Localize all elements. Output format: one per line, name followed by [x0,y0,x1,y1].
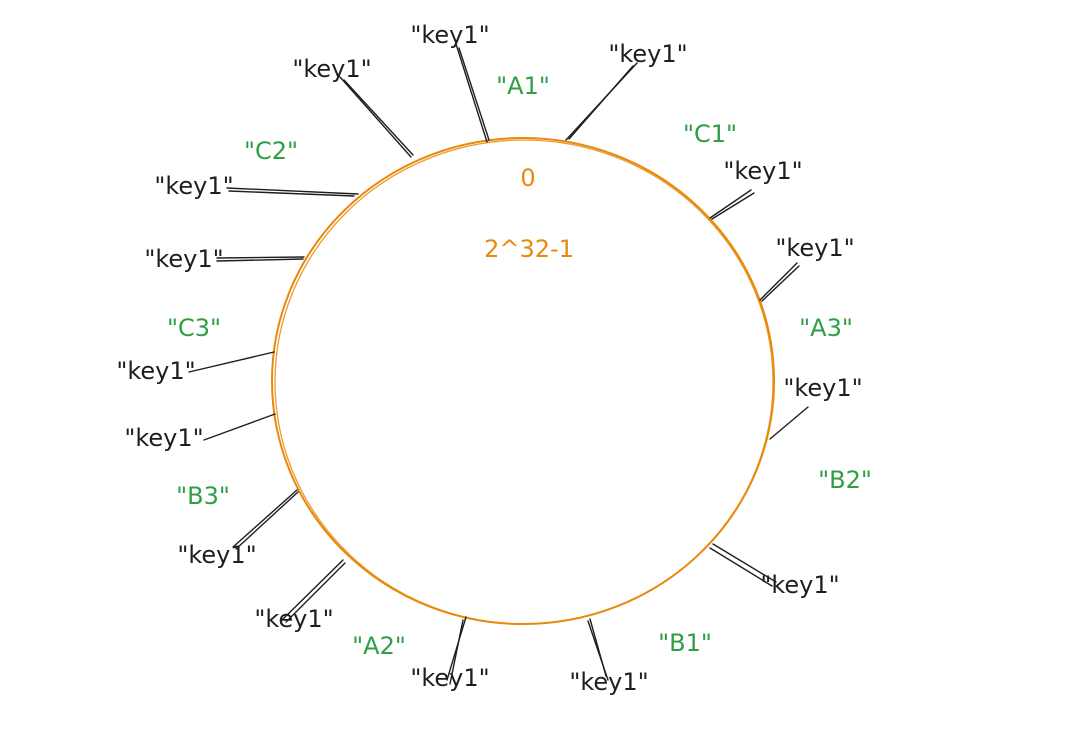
node-label-b3: "B3" [176,482,230,510]
key-line [568,65,634,140]
node-label-a2: "A2" [352,632,406,660]
key-label: "key1" [292,55,371,83]
hash-ring-stroke-2 [274,139,774,625]
key-line [458,47,490,141]
node-label-b1: "B1" [658,629,712,657]
key-line [709,189,752,219]
key-line [203,413,276,441]
node-label-a3: "A3" [799,314,853,342]
ring-label-zero: 0 [520,164,535,192]
key-line [232,489,298,548]
key-label: "key1" [723,157,802,185]
key-line [188,351,275,373]
key-line [226,187,359,195]
node-labels: "A1" "C1" "A3" "B2" "B1" "A2" "B3" "C3" … [167,72,872,660]
key-line [285,562,346,623]
node-label-c1: "C1" [683,120,737,148]
key-line [216,256,305,259]
key-labels: "key1" "key1" "key1" "key1" "key1" "key1… [116,21,862,696]
key-line [343,79,414,156]
node-label-a1: "A1" [496,72,550,100]
key-label: "key1" [569,668,648,696]
key-label: "key1" [144,245,223,273]
key-label: "key1" [177,541,256,569]
node-label-c2: "C2" [244,137,298,165]
key-line [228,190,355,197]
key-label: "key1" [154,172,233,200]
key-line [339,76,412,158]
node-label-c3: "C3" [167,314,221,342]
key-line [589,618,607,677]
node-label-b2: "B2" [818,466,872,494]
key-pointer-lines [188,43,809,685]
key-label: "key1" [116,357,195,385]
key-label: "key1" [254,605,333,633]
key-label: "key1" [760,571,839,599]
key-line [711,192,755,220]
key-line [449,619,464,685]
key-label: "key1" [775,234,854,262]
key-label: "key1" [608,40,687,68]
ring-label-max: 2^32-1 [484,235,574,263]
key-line [282,559,344,620]
key-line [709,547,773,587]
key-line [235,491,299,550]
key-line [759,262,798,301]
key-line [712,543,777,583]
key-line [761,265,800,302]
key-label: "key1" [124,424,203,452]
key-label: "key1" [410,664,489,692]
key-line [216,258,304,262]
key-label: "key1" [783,374,862,402]
key-line [769,406,809,440]
key-line [455,43,488,143]
key-label: "key1" [410,21,489,49]
